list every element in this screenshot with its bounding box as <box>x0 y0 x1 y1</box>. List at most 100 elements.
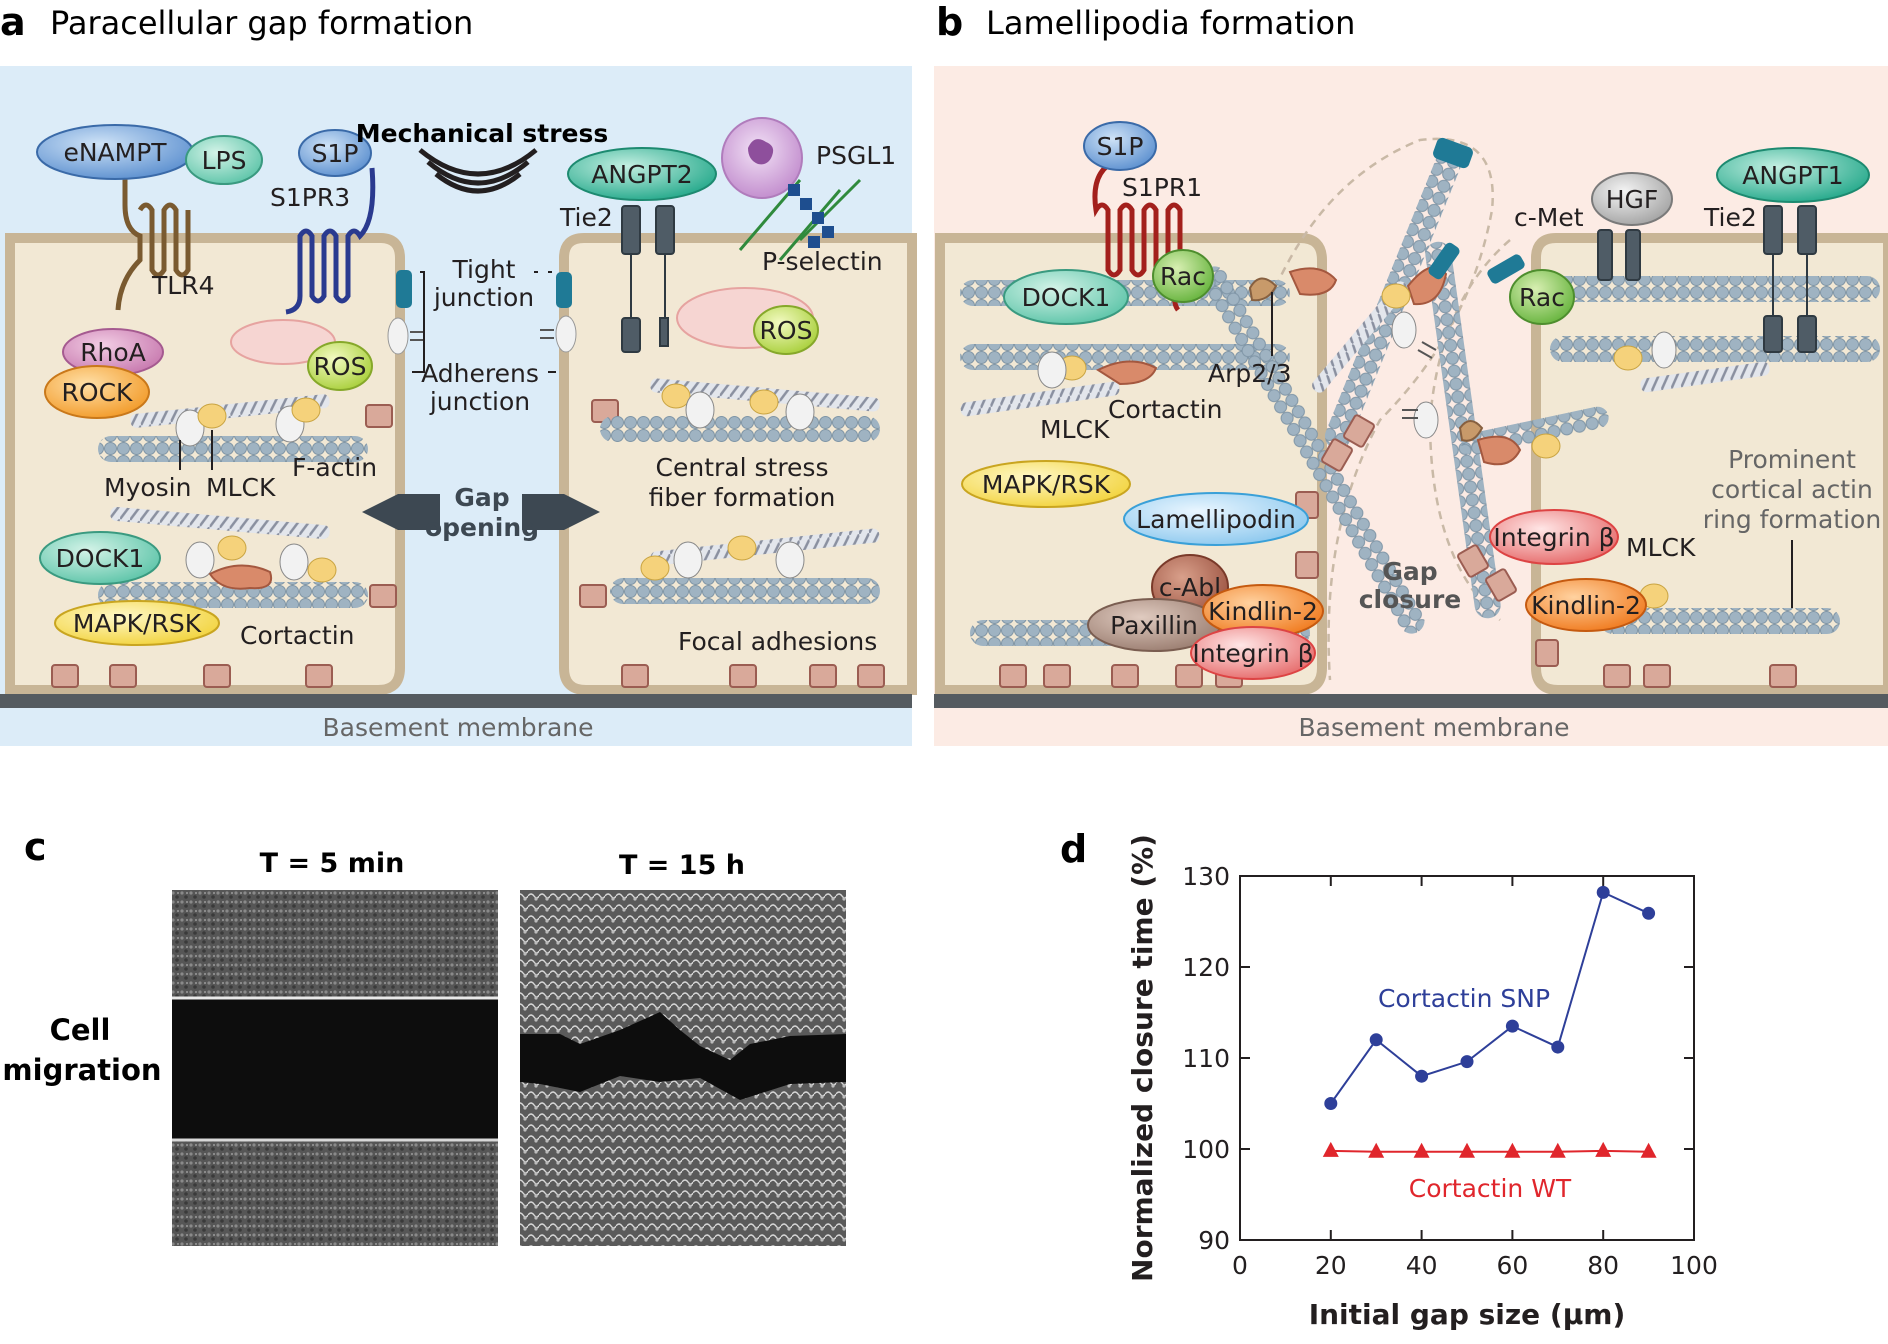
panel-c: c T = 5 min T = 15 h Cell migration <box>2 825 846 1246</box>
neutrophil-nucleus-icon <box>748 139 774 165</box>
label-adherens-2: junction <box>429 387 530 416</box>
label-p-selectin: P-selectin <box>762 247 883 276</box>
s1pr1-receptor <box>1092 157 1183 312</box>
pill-dock1-b: DOCK1 <box>1003 269 1129 325</box>
svg-text:LPS: LPS <box>202 146 247 175</box>
series-point <box>1549 1142 1566 1158</box>
pill-angpt2: ANGPT2 <box>567 147 717 201</box>
panel-a: a Paracellular gap formation Basement me… <box>0 0 917 746</box>
series-point <box>1322 1141 1339 1157</box>
label-s1pr1: S1PR1 <box>1122 173 1202 202</box>
panel-b: b Lamellipodia formation Basement membra… <box>934 0 1888 746</box>
pill-rock: ROCK <box>44 365 150 419</box>
label-psgl1: PSGL1 <box>816 141 896 170</box>
label-central-1: Central stress <box>656 453 829 482</box>
pill-rac-b2: Rac <box>1509 269 1575 325</box>
gap-arrow-left-icon <box>362 494 440 530</box>
series-label-snp: Cortactin SNP <box>1378 984 1550 1013</box>
label-tight-2: junction <box>433 283 534 312</box>
svg-text:S1P: S1P <box>312 139 359 168</box>
svg-text:Kindlin-2: Kindlin-2 <box>1208 597 1318 626</box>
pill-lamellipodin: Lamellipodin <box>1123 492 1309 546</box>
series-point <box>1324 1097 1338 1110</box>
micrograph-15h <box>520 890 846 1246</box>
panel-b-title: Lamellipodia formation <box>986 4 1355 42</box>
x-tick-label: 100 <box>1670 1251 1718 1280</box>
series-point <box>1505 1019 1519 1033</box>
x-tick-label: 0 <box>1232 1251 1248 1280</box>
pill-dock1-a: DOCK1 <box>39 531 161 585</box>
label-gap-2: opening <box>425 513 539 542</box>
pill-s1p-b: S1P <box>1083 121 1157 171</box>
svg-text:MAPK/RSK: MAPK/RSK <box>73 609 202 638</box>
label-s1pr3: S1PR3 <box>270 183 350 212</box>
panel-a-basement-membrane <box>0 694 912 708</box>
pill-integrin-b1: Integrin β <box>1190 626 1316 680</box>
label-gap-closure-2: closure <box>1359 585 1462 614</box>
pill-ros-a2: ROS <box>753 305 819 355</box>
panel-a-letter: a <box>0 0 26 44</box>
pill-s1p-a: S1P <box>298 129 372 177</box>
tie2-receptor-a <box>621 205 675 353</box>
tie2-receptor-b <box>1597 205 1817 353</box>
series-point <box>1459 1142 1475 1158</box>
label-t-5min: T = 5 min <box>260 848 405 879</box>
pill-paxillin: Paxillin <box>1087 598 1221 652</box>
svg-text:ANGPT2: ANGPT2 <box>591 160 692 189</box>
svg-text:ANGPT1: ANGPT1 <box>1742 161 1843 190</box>
label-mechanical-stress: Mechanical stress <box>356 119 609 148</box>
y-tick-label: 90 <box>1198 1226 1230 1255</box>
svg-text:DOCK1: DOCK1 <box>1022 283 1111 312</box>
y-tick-label: 120 <box>1182 953 1230 982</box>
pill-mapk-a: MAPK/RSK <box>54 600 220 646</box>
panel-b-letter: b <box>936 0 963 44</box>
svg-text:eNAMPT: eNAMPT <box>63 138 167 167</box>
label-gap-closure-1: Gap <box>1382 557 1437 586</box>
label-prominent-2: cortical actin <box>1711 475 1873 504</box>
label-tie2-b: Tie2 <box>1703 203 1757 232</box>
label-prominent-1: Prominent <box>1728 445 1856 474</box>
label-f-actin: F-actin <box>292 453 377 482</box>
label-gap-1: Gap <box>454 483 509 512</box>
panel-a-title: Paracellular gap formation <box>50 4 473 42</box>
y-tick-label: 110 <box>1182 1044 1230 1073</box>
mechanical-stress-icon <box>418 148 538 194</box>
pill-lps: LPS <box>185 135 263 185</box>
series-point <box>1415 1069 1429 1083</box>
label-cortactin-a: Cortactin <box>240 621 355 650</box>
myosin-blobs-a <box>175 383 815 590</box>
label-migration: migration <box>2 1053 161 1087</box>
label-cortactin-b: Cortactin <box>1108 395 1223 424</box>
pill-mapk-b: MAPK/RSK <box>961 460 1131 508</box>
series-point <box>1551 1040 1565 1054</box>
psgl1-icon <box>788 184 834 248</box>
pill-kindlin-b2: Kindlin-2 <box>1525 578 1647 632</box>
svg-text:Kindlin-2: Kindlin-2 <box>1531 591 1641 620</box>
x-tick-label: 80 <box>1587 1251 1619 1280</box>
series-point <box>1369 1033 1383 1047</box>
gap-arrow-right-icon <box>522 494 600 530</box>
micrograph-5min <box>172 890 498 1246</box>
svg-text:Integrin β: Integrin β <box>1192 639 1313 668</box>
label-myosin: Myosin <box>104 473 191 502</box>
series-label-wt: Cortactin WT <box>1409 1174 1572 1203</box>
label-mlck-b1: MLCK <box>1040 415 1110 444</box>
series-point <box>1640 1142 1657 1158</box>
blobs-b <box>1037 137 1677 609</box>
label-arp: Arp2/3 <box>1208 359 1291 388</box>
label-c-met: c-Met <box>1514 203 1584 232</box>
series-line-1 <box>1330 1149 1649 1153</box>
series-point <box>1413 1142 1430 1158</box>
svg-text:ROS: ROS <box>760 316 813 345</box>
s1pr3-receptor <box>285 167 376 315</box>
svg-text:Integrin β: Integrin β <box>1493 523 1614 552</box>
panel-b-basement-label: Basement membrane <box>1299 713 1570 742</box>
y-tick-label: 130 <box>1182 862 1230 891</box>
svg-text:Paxillin: Paxillin <box>1110 611 1198 640</box>
pill-angpt1: ANGPT1 <box>1716 147 1870 203</box>
label-tlr4: TLR4 <box>151 271 214 300</box>
series-line-0 <box>1329 890 1650 1105</box>
